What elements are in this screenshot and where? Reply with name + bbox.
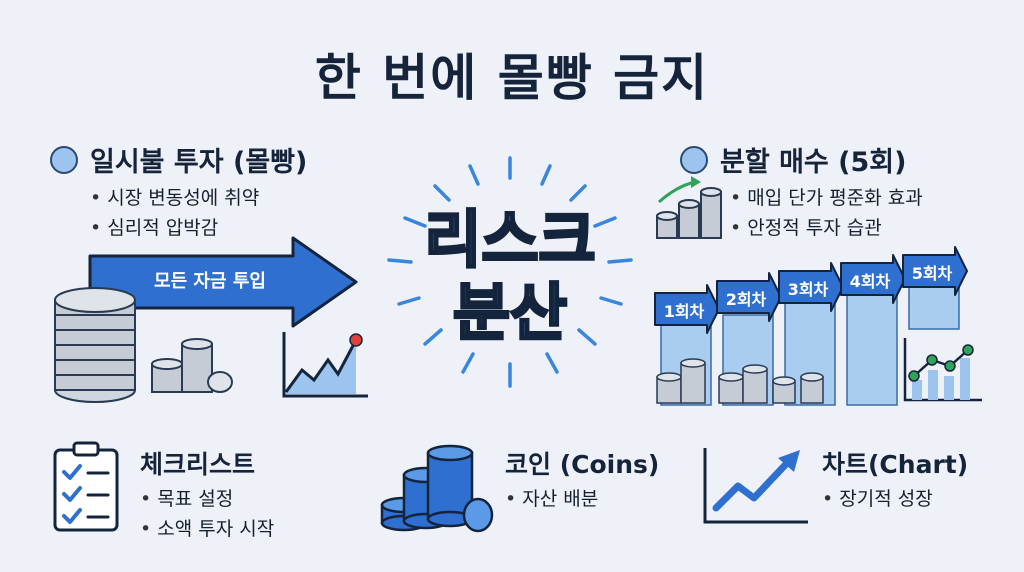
right-bullet-1: 매입 단가 평준화 효과 — [730, 183, 922, 213]
left-bullet-1: 시장 변동성에 취약 — [90, 183, 259, 213]
big-coin-stack-icon — [54, 287, 136, 403]
left-heading-text: 일시불 투자 (몰빵) — [90, 147, 308, 178]
installment-steps-graphic — [654, 246, 968, 406]
right-heading: 분할 매수 (5회) — [680, 140, 906, 179]
chart-heading: 차트(Chart) — [822, 450, 969, 479]
center-word-risk: 리스크 — [423, 203, 597, 276]
checklist-bullets: 목표 설정 소액 투자 시작 — [140, 484, 274, 544]
page-title: 한 번에 몰빵 금지 — [314, 49, 710, 107]
small-coin-stacks-icon — [151, 338, 233, 393]
step-label-3: 3회차 — [787, 280, 829, 299]
step-label-5: 5회차 — [911, 264, 953, 283]
burst-icon — [387, 156, 633, 388]
lump-sum-arrow-label: 모든 자금 투입 — [154, 271, 266, 292]
right-bullets: 매입 단가 평준화 효과 안정적 투자 습관 — [730, 183, 923, 243]
step-label-4: 4회차 — [849, 272, 891, 291]
growth-bar-chart-icon — [903, 338, 982, 402]
left-bullet-2: 심리적 압박감 — [90, 213, 259, 243]
chart-bullet-1: 장기적 성장 — [822, 484, 932, 514]
center-word-diversify: 분산 — [451, 276, 568, 349]
volatile-line-chart-icon — [282, 332, 368, 398]
coins-heading: 코인 (Coins) — [505, 450, 660, 479]
step-label-1: 1회차 — [663, 302, 705, 321]
coin-stack-icon — [380, 444, 494, 533]
left-heading: 일시불 투자 (몰빵) — [50, 140, 307, 179]
chart-bullets: 장기적 성장 — [822, 484, 932, 514]
coins-bullet-1: 자산 배분 — [505, 484, 598, 514]
checklist-icon — [53, 441, 119, 532]
checklist-bullet-2: 소액 투자 시작 — [140, 514, 274, 544]
right-bullet-2: 안정적 투자 습관 — [730, 213, 923, 243]
step-label-2: 2회차 — [725, 290, 767, 309]
checklist-bullet-1: 목표 설정 — [140, 484, 274, 514]
checklist-heading: 체크리스트 — [140, 450, 256, 479]
right-heading-text: 분할 매수 (5회) — [720, 147, 907, 178]
coins-bullets: 자산 배분 — [505, 484, 598, 514]
left-bullets: 시장 변동성에 취약 심리적 압박감 — [90, 183, 259, 243]
bullet-circle-icon — [680, 145, 708, 174]
trend-arrow-icon — [703, 448, 808, 524]
coins-growth-icon — [656, 176, 722, 239]
bullet-circle-icon — [50, 145, 78, 174]
